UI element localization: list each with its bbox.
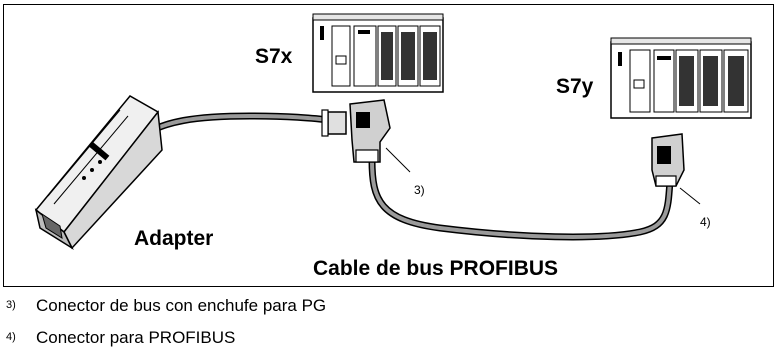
bus-connector-pg <box>349 99 391 163</box>
adapter-device <box>34 95 163 251</box>
footnote-4-number: 4) <box>6 331 16 343</box>
footnote-3: 3) Conector de bus con enchufe para PG <box>0 296 600 322</box>
footnotes: 3) Conector de bus con enchufe para PG 4… <box>0 289 779 359</box>
diagram-artwork <box>34 13 752 251</box>
plc-s7y-rack <box>610 37 752 119</box>
footnote-4: 4) Conector para PROFIBUS <box>0 328 600 354</box>
callout-4-label: 4) <box>700 215 711 229</box>
plc-s7x-label: S7x <box>255 45 293 68</box>
callout-3-label: 3) <box>414 183 425 197</box>
bus-connector-profibus <box>651 133 685 187</box>
pg-connector <box>321 109 347 137</box>
footnote-4-text: Conector para PROFIBUS <box>36 328 236 347</box>
footnote-3-text: Conector de bus con enchufe para PG <box>36 296 327 315</box>
adapter-label: Adapter <box>134 227 214 250</box>
cable-label: Cable de bus PROFIBUS <box>313 257 559 280</box>
footnote-3-number: 3) <box>6 299 16 311</box>
callout-3-leader <box>385 147 411 173</box>
plc-s7x-rack <box>312 13 444 93</box>
callout-4-leader <box>679 187 701 205</box>
plc-s7y-label: S7y <box>556 75 594 98</box>
